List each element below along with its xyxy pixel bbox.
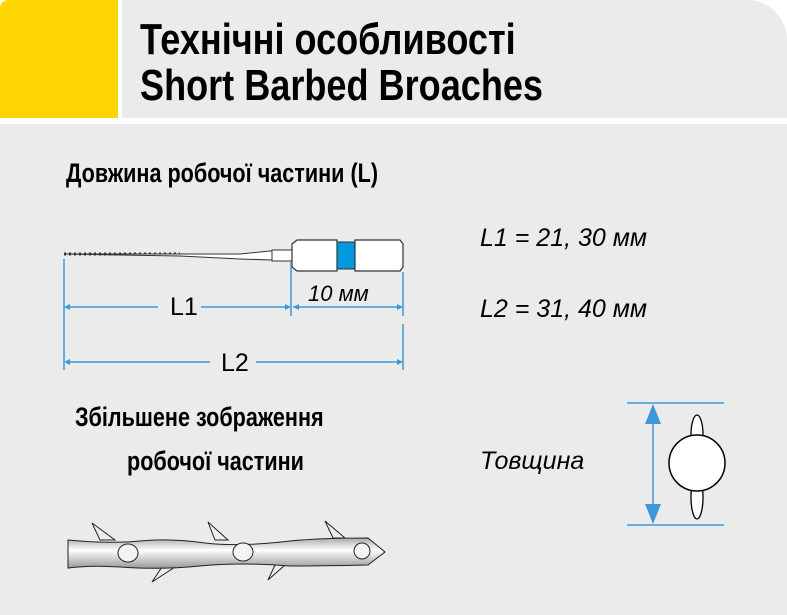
page-title-line2: Short Barbed Broaches [140,61,544,110]
broach-instrument-drawing [63,239,404,272]
l1-dimension-label: L1 [167,294,201,320]
magnified-barbs-drawing [67,520,386,583]
content-panel [0,124,787,615]
l2-dimension-label: L2 [218,350,252,376]
length-heading: Довжина робочої частини (L) [66,158,379,188]
l2-values: L2 = 31, 40 мм [480,295,648,323]
thickness-label: Товщина [480,447,585,475]
thickness-diagram [627,402,726,526]
header-panel [122,0,787,118]
handle-length-label: 10 мм [308,281,369,306]
magnified-heading-line1: Збільшене зображення [75,402,324,432]
page-title-line1: Технічні особливості [140,15,516,64]
dimension-lines [63,259,404,370]
magnified-heading-line2: робочої частини [127,446,304,476]
yellow-accent-block [0,0,118,118]
l1-values: L1 = 21, 30 мм [480,224,648,252]
